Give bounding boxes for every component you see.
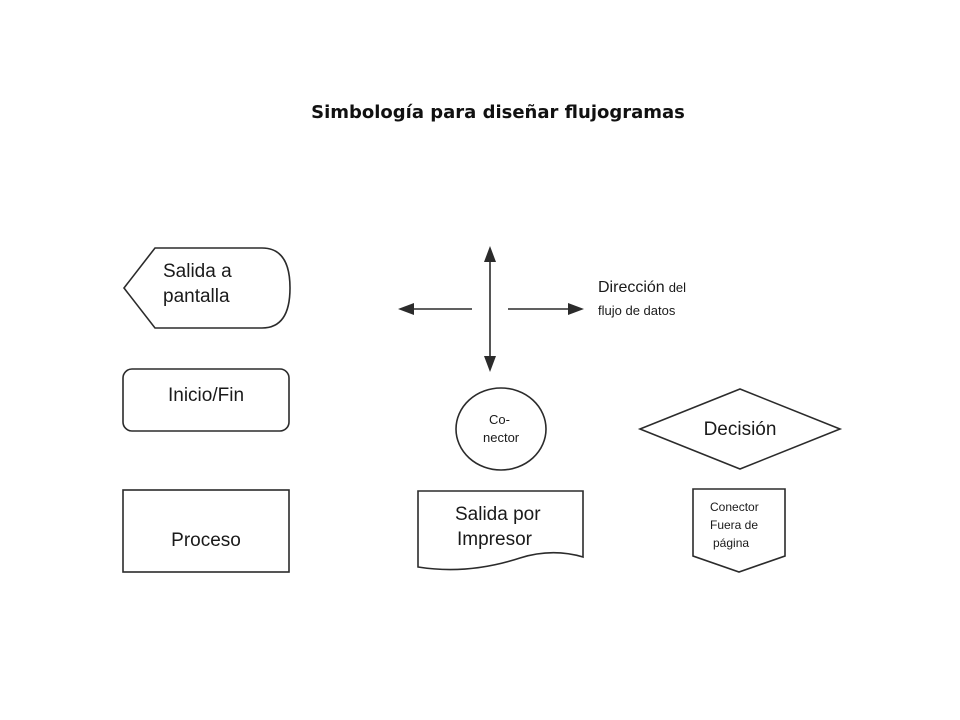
offpage-label-line2: Fuera de (710, 518, 758, 532)
process-symbol: Proceso (122, 489, 290, 573)
display-label-line1: Salida a (163, 261, 232, 282)
decision-shape (637, 388, 843, 470)
terminator-shape (122, 368, 290, 432)
direction-label-line2: flujo de datos (598, 303, 676, 318)
offpage-label-line3: página (713, 536, 749, 550)
arrow-right-icon (568, 303, 584, 315)
connector-label-line2: nector (483, 430, 520, 445)
connector-shape (455, 387, 547, 471)
page-title: Simbología para diseñar flujogramas (311, 102, 685, 123)
display-label-line2: pantalla (163, 286, 230, 307)
document-shape (417, 490, 584, 571)
document-symbol: Salida por Impresor (417, 490, 584, 571)
direction-label-suffix: del (669, 280, 686, 295)
display-shape (122, 247, 291, 329)
direction-label-line1: Dirección del (598, 279, 686, 296)
display-symbol: Salida a pantalla (122, 247, 291, 329)
terminator-label: Inicio/Fin (168, 385, 244, 406)
decision-symbol: Decisión (637, 388, 843, 470)
decision-label: Decisión (704, 419, 777, 440)
offpage-connector-shape (692, 488, 786, 573)
arrow-down-icon (484, 356, 496, 372)
document-label-line1: Salida por (455, 504, 541, 525)
process-shape (122, 489, 290, 573)
connector-label-line1: Co- (489, 412, 510, 427)
arrow-up-icon (484, 246, 496, 262)
direction-label-main: Dirección (598, 279, 665, 296)
document-label-line2: Impresor (457, 529, 533, 550)
process-label: Proceso (171, 530, 241, 551)
terminator-symbol: Inicio/Fin (122, 368, 290, 432)
arrow-left-icon (398, 303, 414, 315)
offpage-connector-symbol: Conector Fuera de página (692, 488, 786, 573)
connector-symbol: Co- nector (455, 387, 547, 471)
direction-arrows: Dirección del flujo de datos (398, 246, 686, 372)
offpage-label-line1: Conector (710, 500, 759, 514)
